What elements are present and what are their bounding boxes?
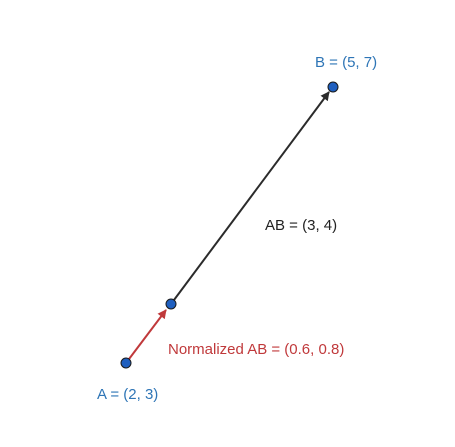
point-b-label: B = (5, 7)	[315, 54, 377, 71]
normalized-vector-label: Normalized AB = (0.6, 0.8)	[168, 341, 344, 358]
normalized-tip-point	[165, 298, 177, 310]
point-a	[120, 357, 132, 369]
vector-ab-label: AB = (3, 4)	[265, 217, 337, 234]
normalized-vector-arrow	[125, 309, 167, 364]
point-b	[327, 81, 339, 93]
point-a-label: A = (2, 3)	[97, 386, 158, 403]
vector-ab-arrow	[170, 91, 330, 305]
